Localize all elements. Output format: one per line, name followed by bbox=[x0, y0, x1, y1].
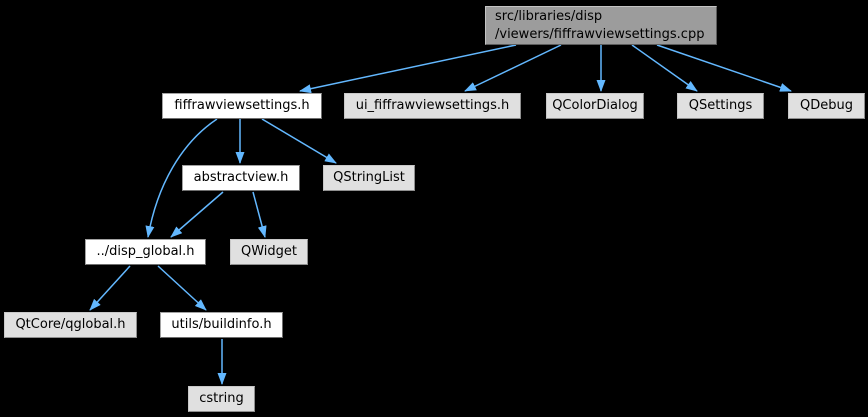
node-qstringlist: QStringList bbox=[323, 165, 415, 191]
node-fiffrawviewsettings-cpp: src/libraries/disp /viewers/fiffrawviews… bbox=[485, 6, 717, 45]
edge-cpp-to-qsettings bbox=[631, 44, 698, 92]
edge-cpp-to-ui-fiffrawviewsettings-h bbox=[464, 44, 562, 92]
edge-abstractview-h-to-qwidget bbox=[252, 191, 267, 238]
node-qsettings: QSettings bbox=[677, 93, 764, 119]
edge-fiffrawviewsettings-h-to-disp-global-h bbox=[145, 118, 218, 238]
node-fiffrawviewsettings-h[interactable]: fiffrawviewsettings.h bbox=[162, 93, 322, 119]
node-abstractview-h[interactable]: abstractview.h bbox=[182, 165, 300, 191]
node-qtcore-qglobal-h: QtCore/qglobal.h bbox=[4, 312, 137, 338]
edge-cpp-to-qdebug bbox=[656, 44, 792, 92]
edge-disp-global-h-to-utils-buildinfo-h bbox=[157, 265, 207, 311]
node-qcolordialog: QColorDialog bbox=[546, 93, 644, 119]
node-qdebug: QDebug bbox=[788, 93, 865, 119]
edge-fiffrawviewsettings-h-to-qstringlist bbox=[261, 118, 337, 164]
edge-disp-global-h-to-qtcore-qglobal-h bbox=[89, 265, 131, 311]
node-disp-global-h[interactable]: ../disp_global.h bbox=[85, 239, 206, 265]
node-utils-buildinfo-h[interactable]: utils/buildinfo.h bbox=[160, 312, 283, 338]
edge-cpp-to-fiffrawviewsettings-h bbox=[299, 44, 517, 94]
node-qwidget: QWidget bbox=[230, 239, 308, 265]
node-cstring: cstring bbox=[188, 386, 255, 412]
edge-abstractview-h-to-disp-global-h bbox=[170, 191, 224, 238]
node-ui-fiffrawviewsettings-h: ui_fiffrawviewsettings.h bbox=[344, 93, 521, 119]
